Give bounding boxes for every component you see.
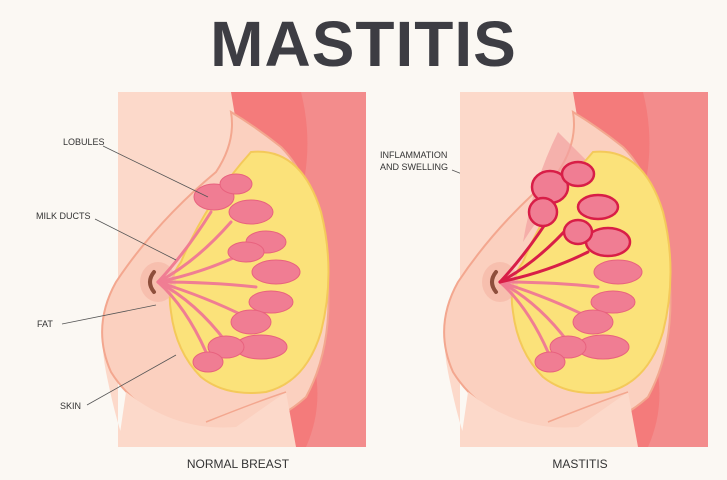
mastitis-illustration [438, 92, 708, 452]
page-title: MASTITIS [0, 8, 727, 80]
label-inflammation-and-swelling: INFLAMMATION AND SWELLING [380, 149, 448, 173]
label-lobules: LOBULES [63, 136, 105, 148]
caption-normal-breast: NORMAL BREAST [148, 457, 328, 471]
label-fat: FAT [37, 318, 53, 330]
label-skin: SKIN [60, 400, 81, 412]
label-milk-ducts: MILK DUCTS [36, 210, 91, 222]
normal-breast-illustration [96, 92, 366, 452]
caption-mastitis: MASTITIS [490, 457, 670, 471]
